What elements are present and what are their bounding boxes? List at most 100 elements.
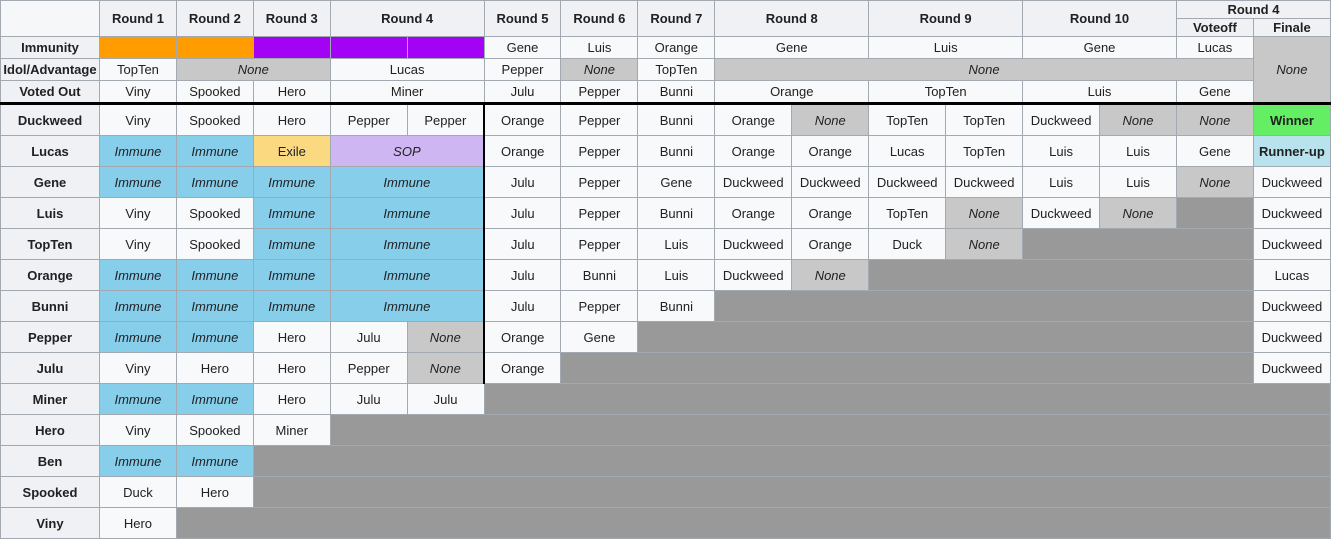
tribe-immunity-purple-cell — [252, 36, 331, 59]
voted-out-cell: Viny — [98, 80, 177, 105]
eliminated-cell — [483, 383, 1331, 415]
vote-cell: Duckweed — [1252, 197, 1331, 229]
player-name: Miner — [0, 383, 100, 415]
vote-cell: Orange — [791, 228, 870, 260]
vote-cell: Duckweed — [868, 166, 947, 198]
vote-cell: Orange — [714, 135, 793, 167]
vote-cell: Duckweed — [1252, 166, 1331, 198]
player-name: Orange — [0, 259, 100, 291]
vote-cell: Duckweed — [791, 166, 870, 198]
vote-cell: Duckweed — [714, 166, 793, 198]
voted-out-cell: Bunni — [637, 80, 716, 105]
round-header: Round 2 — [175, 0, 254, 37]
vote-cell: Gene — [637, 166, 716, 198]
vote-cell: Luis — [1099, 166, 1177, 198]
player-name: Ben — [0, 445, 100, 477]
vote-cell: Bunni — [637, 290, 716, 322]
vote-cell: Duckweed — [1022, 103, 1101, 136]
immune-cell: Immune — [98, 166, 177, 198]
row-label-idol-advantage: Idol/Advantage — [0, 58, 100, 81]
player-name: Viny — [0, 507, 100, 539]
vote-cell: Lucas — [1252, 259, 1331, 291]
vote-cell: Duckweed — [945, 166, 1024, 198]
player-name: Gene — [0, 166, 100, 198]
none-cell: None — [560, 58, 639, 81]
round-header: Round 4 — [329, 0, 485, 37]
round-header: Round 3 — [252, 0, 331, 37]
vote-cell: Pepper — [560, 228, 639, 260]
vote-cell: Viny — [98, 352, 177, 384]
vote-cell: Hero — [175, 352, 254, 384]
vote-cell: Duck — [98, 476, 177, 508]
none-cell: None — [791, 103, 870, 136]
immune-cell: Immune — [329, 290, 485, 322]
vote-cell: Orange — [791, 135, 870, 167]
vote-cell: Pepper — [560, 135, 639, 167]
player-name: Lucas — [0, 135, 100, 167]
vote-cell: Duckweed — [1252, 228, 1331, 260]
immune-cell: Immune — [98, 383, 177, 415]
immune-cell: Immune — [98, 321, 177, 353]
none-cell: None — [406, 321, 485, 353]
vote-cell: Julu — [406, 383, 485, 415]
eliminated-cell — [252, 476, 1331, 508]
vote-cell: Viny — [98, 197, 177, 229]
voteoff-header: Voteoff — [1175, 18, 1254, 37]
vote-cell: TopTen — [945, 103, 1024, 136]
vote-cell: Orange — [714, 103, 793, 136]
immune-cell: Immune — [252, 259, 331, 291]
round-header: Round 10 — [1022, 0, 1177, 37]
immune-cell: Immune — [98, 259, 177, 291]
vote-cell: Bunni — [637, 103, 716, 136]
vote-cell: Duckweed — [1252, 352, 1331, 384]
immunity-winner-cell: Luis — [560, 36, 639, 59]
vote-cell: Pepper — [560, 103, 639, 136]
immune-cell: Immune — [175, 259, 254, 291]
row-label-voted-out: Voted Out — [0, 80, 100, 105]
tribe-immunity-purple-cell — [406, 36, 485, 59]
eliminated-cell — [1175, 197, 1254, 229]
vote-cell: Orange — [483, 135, 562, 167]
round-header: Round 8 — [714, 0, 870, 37]
eliminated-cell — [329, 414, 1331, 446]
voted-out-cell: Gene — [1175, 80, 1254, 105]
runner-up-cell: Runner-up — [1252, 135, 1331, 167]
exile-cell: Exile — [252, 135, 331, 167]
round-header: Round 6 — [560, 0, 639, 37]
vote-cell: Hero — [252, 352, 331, 384]
row-label-immunity: Immunity — [0, 36, 100, 59]
vote-cell: Orange — [483, 352, 562, 384]
immune-cell: Immune — [252, 166, 331, 198]
vote-cell: Gene — [560, 321, 639, 353]
eliminated-cell — [714, 290, 1254, 322]
vote-cell: Orange — [483, 321, 562, 353]
immune-cell: Immune — [329, 166, 485, 198]
player-name: Bunni — [0, 290, 100, 322]
immunity-winner-cell: Gene — [483, 36, 562, 59]
immune-cell: Immune — [252, 290, 331, 322]
player-name: Hero — [0, 414, 100, 446]
vote-cell: Duckweed — [714, 259, 793, 291]
vote-cell: TopTen — [868, 103, 947, 136]
eliminated-cell — [868, 259, 1254, 291]
none-cell: None — [1099, 197, 1177, 229]
immune-cell: Immune — [175, 321, 254, 353]
winner-cell: Winner — [1252, 103, 1331, 136]
immune-cell: Immune — [175, 135, 254, 167]
immune-cell: Immune — [329, 197, 485, 229]
vote-cell: Orange — [483, 103, 562, 136]
vote-cell: Julu — [483, 197, 562, 229]
idol-advantage-cell: TopTen — [98, 58, 177, 81]
vote-cell: Bunni — [560, 259, 639, 291]
vote-cell: Luis — [637, 228, 716, 260]
voted-out-cell: Julu — [483, 80, 562, 105]
immune-cell: Immune — [98, 135, 177, 167]
vote-cell: Duckweed — [714, 228, 793, 260]
vote-cell: Julu — [483, 259, 562, 291]
immune-cell: Immune — [252, 197, 331, 229]
none-cell: None — [1175, 103, 1254, 136]
voted-out-cell: Luis — [1022, 80, 1177, 105]
vote-cell: Bunni — [637, 135, 716, 167]
round-header: Round 1 — [98, 0, 177, 37]
immunity-winner-cell: Lucas — [1175, 36, 1254, 59]
